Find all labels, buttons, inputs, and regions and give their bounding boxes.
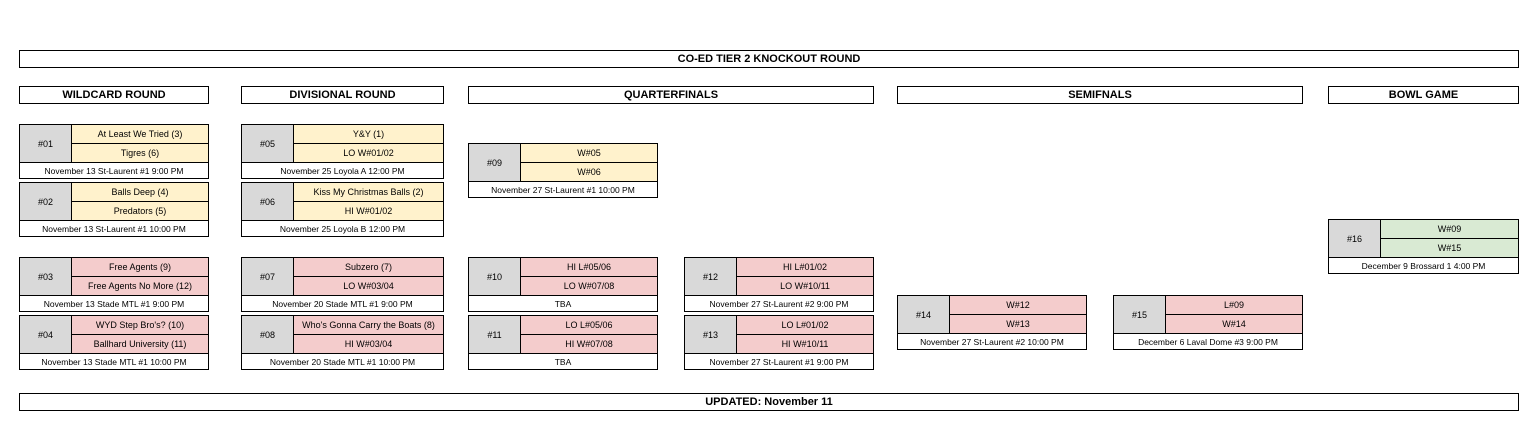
game-04: #04 WYD Step Bro's? (10)Ballhard Univers… <box>19 315 209 370</box>
game-number: #03 <box>20 258 72 296</box>
game-06: #06 Kiss My Christmas Balls (2)HI W#01/0… <box>241 182 444 237</box>
header-divisional-round: DIVISIONAL ROUND <box>241 86 444 104</box>
game-info: November 27 St-Laurent #2 9:00 PM <box>709 299 849 309</box>
team-2: Free Agents No More (12) <box>72 277 208 296</box>
game-number: #08 <box>242 316 294 354</box>
team-2: W#15 <box>1381 239 1518 258</box>
game-number: #10 <box>469 258 521 296</box>
team-2: LO W#07/08 <box>521 277 657 296</box>
game-info: December 9 Brossard 1 4:00 PM <box>1361 261 1486 271</box>
game-number: #06 <box>242 183 294 221</box>
team-2: W#13 <box>950 315 1086 334</box>
team-1: Y&Y (1) <box>294 125 443 144</box>
game-info: November 13 Stade MTL #1 10:00 PM <box>41 357 187 367</box>
team-1: Who's Gonna Carry the Boats (8) <box>294 316 443 335</box>
game-02: #02 Balls Deep (4)Predators (5) November… <box>19 182 209 237</box>
team-2: W#14 <box>1166 315 1302 334</box>
game-07: #07 Subzero (7)LO W#03/04 November 20 St… <box>241 257 444 312</box>
game-info: November 27 St-Laurent #1 10:00 PM <box>491 185 635 195</box>
team-2: Ballhard University (11) <box>72 335 208 354</box>
team-2: HI W#01/02 <box>294 202 443 221</box>
team-1: WYD Step Bro's? (10) <box>72 316 208 335</box>
team-2: HI W#03/04 <box>294 335 443 354</box>
team-1: At Least We Tried (3) <box>72 125 208 144</box>
team-1: W#12 <box>950 296 1086 315</box>
team-1: Kiss My Christmas Balls (2) <box>294 183 443 202</box>
updated-footer: UPDATED: November 11 <box>19 393 1519 411</box>
team-2: LO W#10/11 <box>737 277 873 296</box>
team-2: Tigres (6) <box>72 144 208 163</box>
game-number: #11 <box>469 316 521 354</box>
team-2: LO W#01/02 <box>294 144 443 163</box>
game-number: #14 <box>898 296 950 334</box>
game-info: TBA <box>554 357 572 367</box>
game-info: December 6 Laval Dome #3 9:00 PM <box>1138 337 1278 347</box>
game-info: November 27 St-Laurent #2 10:00 PM <box>920 337 1064 347</box>
bracket-title: CO-ED TIER 2 KNOCKOUT ROUND <box>19 50 1519 68</box>
game-info: November 20 Stade MTL #1 9:00 PM <box>272 299 413 309</box>
team-1: HI L#05/06 <box>521 258 657 277</box>
game-number: #09 <box>469 144 521 182</box>
game-number: #01 <box>20 125 72 163</box>
team-2: HI W#10/11 <box>737 335 873 354</box>
header-quarterfinals: QUARTERFINALS <box>468 86 874 104</box>
team-2: Predators (5) <box>72 202 208 221</box>
team-2: W#06 <box>521 163 657 182</box>
header-semifinals: SEMIFNALS <box>897 86 1303 104</box>
team-1: Balls Deep (4) <box>72 183 208 202</box>
game-03: #03 Free Agents (9)Free Agents No More (… <box>19 257 209 312</box>
game-number: #02 <box>20 183 72 221</box>
game-number: #13 <box>685 316 737 354</box>
game-number: #15 <box>1114 296 1166 334</box>
game-number: #04 <box>20 316 72 354</box>
team-1: HI L#01/02 <box>737 258 873 277</box>
game-number: #05 <box>242 125 294 163</box>
game-info: November 25 Loyola B 12:00 PM <box>279 224 406 234</box>
game-number: #16 <box>1329 220 1381 258</box>
team-1: W#09 <box>1381 220 1518 239</box>
game-info: November 13 St-Laurent #1 10:00 PM <box>42 224 186 234</box>
team-1: Free Agents (9) <box>72 258 208 277</box>
game-08: #08 Who's Gonna Carry the Boats (8)HI W#… <box>241 315 444 370</box>
team-2: HI W#07/08 <box>521 335 657 354</box>
header-bowl-game: BOWL GAME <box>1328 86 1519 104</box>
game-info: November 20 Stade MTL #1 10:00 PM <box>269 357 416 367</box>
game-info: TBA <box>554 299 572 309</box>
game-01: #01 At Least We Tried (3)Tigres (6) Nove… <box>19 124 209 179</box>
game-number: #07 <box>242 258 294 296</box>
team-1: Subzero (7) <box>294 258 443 277</box>
game-info: November 25 Loyola A 12:00 PM <box>280 166 405 176</box>
game-05: #05 Y&Y (1)LO W#01/02 November 25 Loyola… <box>241 124 444 179</box>
game-info: November 13 St-Laurent #1 9:00 PM <box>44 166 184 176</box>
team-1: W#05 <box>521 144 657 163</box>
team-2: LO W#03/04 <box>294 277 443 296</box>
game-info: November 13 Stade MTL #1 9:00 PM <box>43 299 185 309</box>
team-1: L#09 <box>1166 296 1302 315</box>
game-number: #12 <box>685 258 737 296</box>
team-1: LO L#05/06 <box>521 316 657 335</box>
game-info: November 27 St-Laurent #1 9:00 PM <box>709 357 849 367</box>
team-1: LO L#01/02 <box>737 316 873 335</box>
header-wildcard-round: WILDCARD ROUND <box>19 86 209 104</box>
